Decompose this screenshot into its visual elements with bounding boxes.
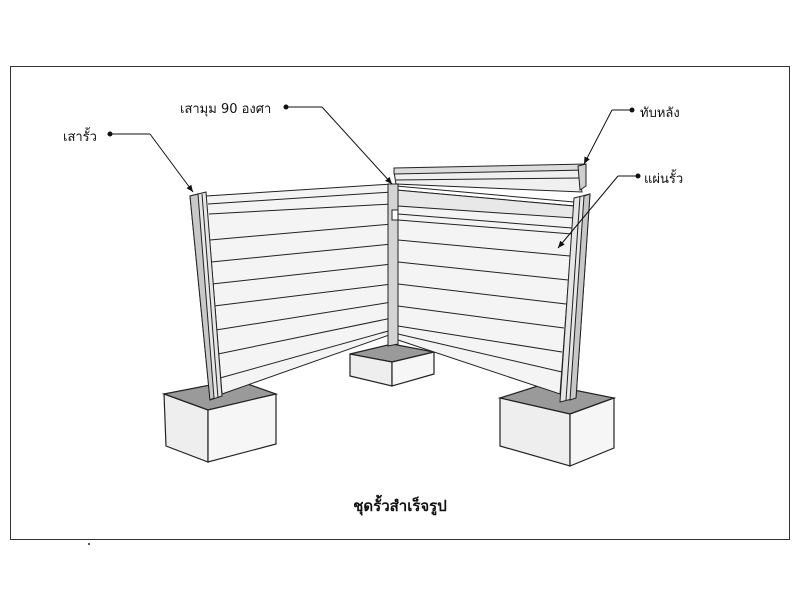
stray-mark (88, 543, 90, 545)
right-fence-post (559, 193, 591, 403)
corner-post (387, 183, 399, 347)
leader-lines (107, 104, 641, 249)
left-footing (161, 379, 279, 463)
back-cap-rail (393, 163, 587, 203)
left-fence-panel (205, 183, 393, 395)
middle-footing (349, 343, 435, 387)
right-footing (497, 383, 617, 467)
diagram-caption: ชุดรั้วสำเร็จรูป (353, 497, 447, 515)
right-fence-panel (395, 189, 575, 395)
back-cap-label: ทับหลัง (640, 106, 680, 121)
left-fence-post (189, 191, 223, 401)
diagram-frame (10, 66, 790, 540)
post-label: เสารั้ว (63, 130, 97, 145)
panel-label: แผ่นรั้ว (644, 172, 684, 187)
corner-post-label: เสามุม 90 องศา (180, 102, 272, 117)
